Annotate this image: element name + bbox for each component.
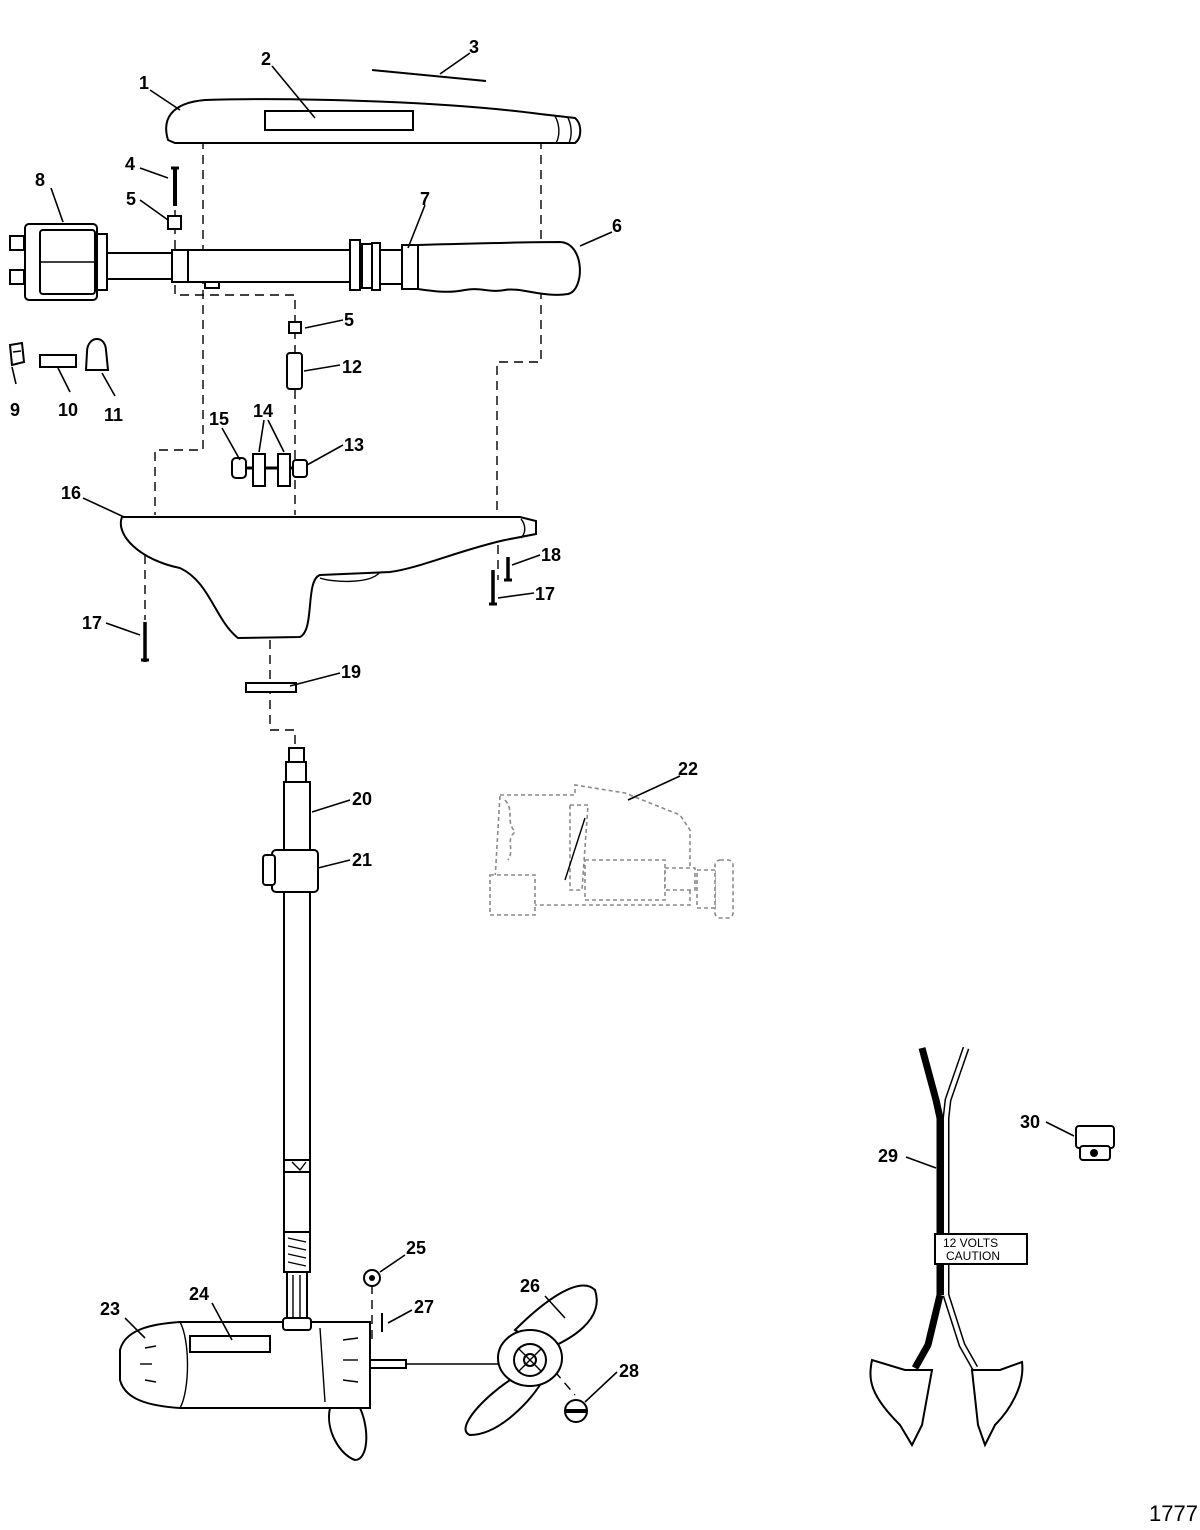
nut-part-5 <box>167 215 182 230</box>
prop-nut-part-28 <box>564 1399 588 1423</box>
prop-nut-part-25 <box>363 1269 381 1287</box>
callout-7: 7 <box>420 189 430 209</box>
screw-part-17 <box>141 622 149 662</box>
warning-label-line1: 12 VOLTS <box>943 1236 998 1250</box>
callout-29: 29 <box>878 1146 898 1166</box>
wire-nut-part-11 <box>84 338 110 371</box>
propeller-part-26 <box>464 1284 598 1437</box>
terminal-part-9 <box>8 341 26 367</box>
bolt-washer-nut-parts-13-15 <box>231 453 308 487</box>
warning-label-box <box>934 1233 1028 1265</box>
callout-21: 21 <box>352 850 372 870</box>
callout-10: 10 <box>58 400 78 420</box>
callout-17b: 17 <box>82 613 102 633</box>
trim-strip-part-3 <box>371 69 487 82</box>
lower-housing-part-16 <box>119 516 537 640</box>
callout-20: 20 <box>352 789 372 809</box>
screw-part-17b <box>489 570 497 606</box>
callout-18: 18 <box>541 545 561 565</box>
callout-4: 4 <box>125 154 135 174</box>
callout-15: 15 <box>209 409 229 429</box>
callout-numbers: 1 2 3 4 5 6 7 8 9 10 11 12 13 14 15 16 1… <box>10 37 1040 1381</box>
callout-5b: 5 <box>344 310 354 330</box>
figure-number: 1777 <box>1149 1501 1198 1526</box>
callout-1: 1 <box>139 73 149 93</box>
assembly-lines <box>144 140 576 1396</box>
decal-part-2 <box>264 110 414 131</box>
callout-24: 24 <box>189 1284 209 1304</box>
motor-housing-part-23 <box>119 1317 407 1462</box>
callout-3: 3 <box>469 37 479 57</box>
sleeve-part-10 <box>39 354 77 368</box>
screw-part-4 <box>171 166 179 206</box>
callout-13: 13 <box>344 435 364 455</box>
motor-decal-part-24 <box>189 1335 271 1353</box>
switch-part-8 <box>9 223 108 301</box>
screw-part-18 <box>504 557 512 582</box>
callout-11: 11 <box>104 405 123 425</box>
callout-16: 16 <box>61 483 81 503</box>
nut-part-5b <box>288 321 302 334</box>
callout-27: 27 <box>414 1297 434 1317</box>
callout-6: 6 <box>612 216 622 236</box>
shaft-part-20 <box>283 747 311 1321</box>
callout-22: 22 <box>678 759 698 779</box>
grip-handle-part-6 <box>417 240 581 296</box>
callout-2: 2 <box>261 49 271 69</box>
callout-5: 5 <box>126 189 136 209</box>
collar-part-21 <box>262 849 319 893</box>
warning-label-line2: CAUTION <box>946 1249 1000 1263</box>
callout-25: 25 <box>406 1238 426 1258</box>
callout-19: 19 <box>341 662 361 682</box>
washer-part-19 <box>245 682 297 693</box>
leader-lines <box>11 52 1075 1403</box>
battery-cable-part-29 <box>869 1046 1024 1448</box>
callout-14: 14 <box>253 401 273 421</box>
callout-30: 30 <box>1020 1112 1040 1132</box>
callout-26: 26 <box>520 1276 540 1296</box>
callout-9: 9 <box>10 400 20 420</box>
callout-17: 17 <box>535 584 555 604</box>
callout-8: 8 <box>35 170 45 190</box>
bushing-part-12 <box>286 352 303 390</box>
callout-12: 12 <box>342 357 362 377</box>
callout-28: 28 <box>619 1361 639 1381</box>
callout-23: 23 <box>100 1299 120 1319</box>
tiller-arm-part-7 <box>106 239 419 291</box>
mounting-bracket-part-22 <box>489 784 734 919</box>
terminal-cap-part-30 <box>1075 1125 1115 1161</box>
